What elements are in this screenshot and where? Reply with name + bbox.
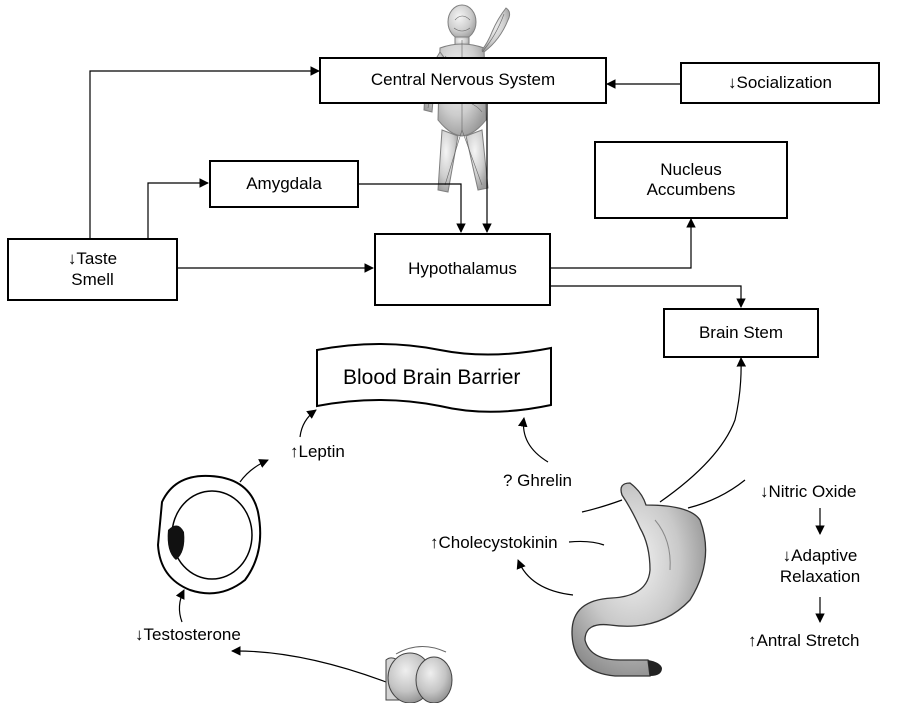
arrow-fat-to-leptin	[240, 460, 268, 482]
nucleus-accumbens-box: Nucleus Accumbens	[594, 141, 788, 219]
arrow-hypothalamus-to-nucleus-accumbens	[551, 219, 691, 268]
adaptive-relaxation-label: ↓Adaptive Relaxation	[770, 545, 870, 588]
arrow-testes-to-testosterone	[232, 651, 386, 682]
arrow-cholecystokinin	[518, 560, 573, 595]
line-cholecystokinin-stomach	[569, 541, 604, 545]
central-nervous-system-box: Central Nervous System	[319, 57, 607, 104]
ghrelin-label: ? Ghrelin	[503, 471, 572, 491]
arrow-stomach-to-brain-stem	[660, 358, 741, 502]
arrow-taste-to-cns	[90, 71, 319, 238]
arrow-testosterone-to-fat	[179, 590, 184, 622]
stomach-illustration	[572, 483, 706, 676]
antral-stretch-label: ↑Antral Stretch	[748, 631, 860, 651]
nitric-oxide-label: ↓Nitric Oxide	[760, 482, 856, 502]
hypothalamus-box: Hypothalamus	[374, 233, 551, 306]
arrow-taste-to-amygdala	[148, 183, 208, 238]
socialization-box: ↓Socialization	[680, 62, 880, 104]
testes-illustration	[386, 646, 452, 703]
line-nitric-oxide-stomach	[688, 480, 745, 508]
blood-brain-barrier-label: Blood Brain Barrier	[343, 366, 520, 390]
arrow-leptin-to-bbb	[300, 410, 316, 437]
line-ghrelin-stomach	[582, 500, 622, 512]
cholecystokinin-label: ↑Cholecystokinin	[430, 533, 558, 553]
testosterone-label: ↓Testosterone	[135, 625, 241, 645]
amygdala-box: Amygdala	[209, 160, 359, 208]
leptin-label: ↑Leptin	[290, 442, 345, 462]
arrow-ghrelin-to-bbb	[524, 418, 549, 462]
arrow-hypothalamus-to-brain-stem	[551, 286, 741, 307]
taste-smell-box: ↓Taste Smell	[7, 238, 178, 301]
brain-stem-box: Brain Stem	[663, 308, 819, 358]
fat-cell-illustration	[158, 476, 260, 593]
